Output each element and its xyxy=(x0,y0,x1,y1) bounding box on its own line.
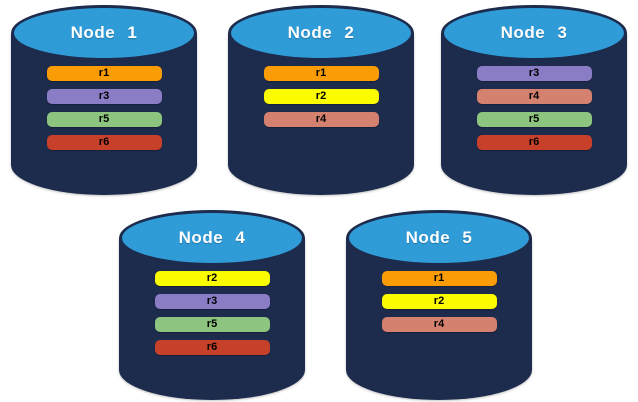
node-label: Node 1 xyxy=(70,23,138,42)
database-node: Node 5 r1 r2 r4 xyxy=(346,210,532,400)
cylinder-top: Node 3 xyxy=(441,5,627,61)
replica-bar-r5: r5 xyxy=(154,317,270,332)
replica-list: r1 r3 r5 r6 xyxy=(11,66,197,150)
replica-bar-r3: r3 xyxy=(154,294,270,309)
replica-bar-r2: r2 xyxy=(154,271,270,286)
replica-list: r1 r2 r4 xyxy=(228,66,414,127)
replica-bar-r6: r6 xyxy=(46,135,162,150)
replica-bar-r5: r5 xyxy=(46,112,162,127)
node-label: Node 4 xyxy=(178,228,246,247)
replica-bar-r6: r6 xyxy=(476,135,592,150)
replica-bar-r3: r3 xyxy=(476,66,592,81)
cylinder-top: Node 4 xyxy=(119,210,305,266)
node-label: Node 3 xyxy=(500,23,568,42)
database-node: Node 3 r3 r4 r5 r6 xyxy=(441,5,627,195)
database-node: Node 1 r1 r3 r5 r6 xyxy=(11,5,197,195)
replica-bar-r2: r2 xyxy=(381,294,497,309)
replica-bar-r4: r4 xyxy=(263,112,379,127)
replica-bar-r6: r6 xyxy=(154,340,270,355)
node-label: Node 2 xyxy=(287,23,355,42)
replica-list: r3 r4 r5 r6 xyxy=(441,66,627,150)
database-node: Node 4 r2 r3 r5 r6 xyxy=(119,210,305,400)
replica-bar-r2: r2 xyxy=(263,89,379,104)
cylinder-top: Node 1 xyxy=(11,5,197,61)
database-node: Node 2 r1 r2 r4 xyxy=(228,5,414,195)
replica-bar-r1: r1 xyxy=(46,66,162,81)
node-label: Node 5 xyxy=(405,228,473,247)
cylinder-top: Node 2 xyxy=(228,5,414,61)
replica-bar-r4: r4 xyxy=(476,89,592,104)
replica-list: r1 r2 r4 xyxy=(346,271,532,332)
replica-bar-r3: r3 xyxy=(46,89,162,104)
replica-bar-r4: r4 xyxy=(381,317,497,332)
replica-bar-r1: r1 xyxy=(381,271,497,286)
replica-bar-r1: r1 xyxy=(263,66,379,81)
replica-list: r2 r3 r5 r6 xyxy=(119,271,305,355)
replica-bar-r5: r5 xyxy=(476,112,592,127)
cylinder-top: Node 5 xyxy=(346,210,532,266)
